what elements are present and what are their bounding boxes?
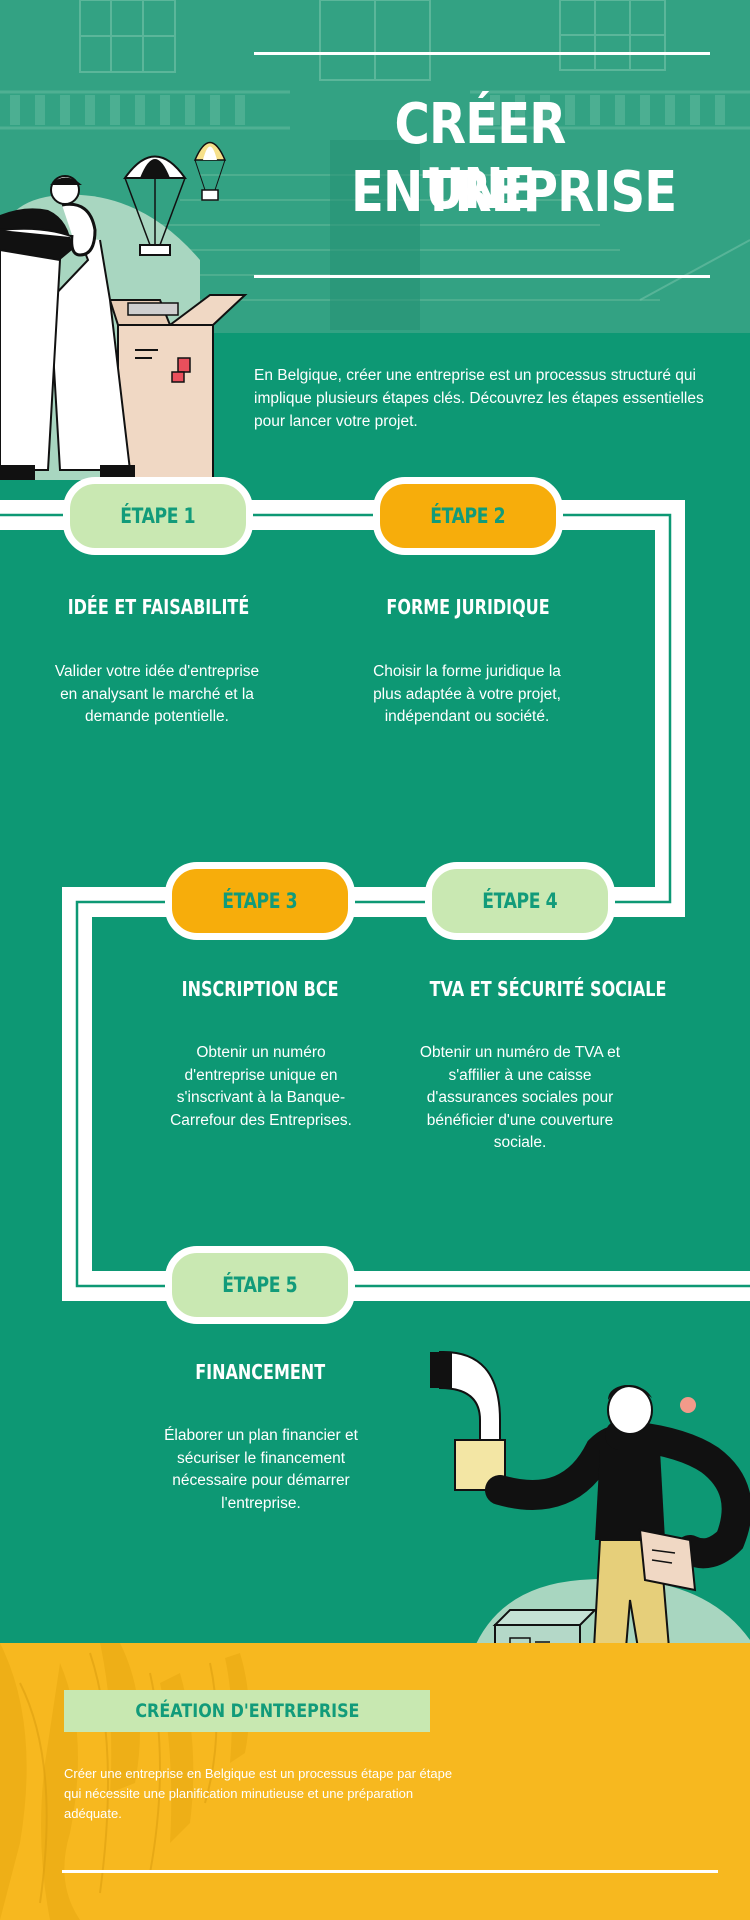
step-5-title: FINANCEMENT (195, 1360, 325, 1384)
footer-label: CRÉATION D'ENTREPRISE (134, 1700, 360, 1722)
step-1-title: IDÉE ET FAISABILITÉ (67, 595, 249, 619)
step-4-label: ÉTAPE 4 (482, 889, 558, 913)
step-3-description: Obtenir un numéro d'entreprise unique en… (170, 1044, 352, 1129)
step-4-title: TVA ET SÉCURITÉ SOCIALE (429, 977, 667, 1001)
title-top-rule (254, 52, 710, 55)
intro-paragraph: En Belgique, créer une entreprise est un… (254, 367, 704, 430)
step-1-label: ÉTAPE 1 (120, 504, 196, 528)
box-icon (108, 294, 248, 481)
step-5-description: Élaborer un plan financier et sécuriser … (164, 1427, 358, 1512)
step-2-pill: ÉTAPE 2 (373, 477, 563, 555)
footer-rule (62, 1870, 718, 1873)
step-2-description: Choisir la forme juridique la plus adapt… (373, 663, 561, 725)
header-photo (0, 0, 750, 333)
step-5-pill: ÉTAPE 5 (165, 1246, 355, 1324)
step-2-title: FORME JURIDIQUE (386, 595, 550, 619)
step-4-pill: ÉTAPE 4 (425, 862, 615, 940)
step-3-title: INSCRIPTION BCE (181, 977, 339, 1001)
step-4-description: Obtenir un numéro de TVA et s'affilier à… (419, 1044, 621, 1151)
step-3-pill: ÉTAPE 3 (165, 862, 355, 940)
step-2-label: ÉTAPE 2 (430, 504, 506, 528)
footer-text: Créer une entreprise en Belgique est un … (64, 1766, 453, 1821)
step-1-description: Valider votre idée d'entreprise en analy… (54, 663, 260, 725)
parachute-icon (193, 141, 227, 201)
person-thinking-icon (0, 141, 248, 481)
page-title-line1: CRÉER UNE (394, 92, 566, 222)
step-1-pill: ÉTAPE 1 (63, 477, 253, 555)
parachute-icon (123, 155, 187, 256)
title-bottom-rule (254, 275, 710, 278)
footer-label-box: CRÉATION D'ENTREPRISE (64, 1690, 430, 1732)
step-3-label: ÉTAPE 3 (222, 889, 298, 913)
step-5-label: ÉTAPE 5 (222, 1273, 298, 1297)
